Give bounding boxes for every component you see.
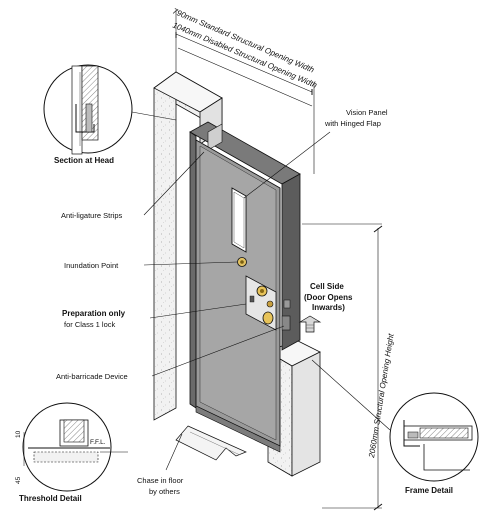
section-at-head-title: Section at Head: [54, 156, 114, 165]
dim-10: 10: [15, 430, 22, 438]
dim-width-standard: 790mm Standard Structural Opening Width: [171, 7, 316, 75]
svg-text:Anti-ligature Strips: Anti-ligature Strips: [61, 211, 123, 220]
anti-ligature-callout: Anti-ligature Strips: [61, 151, 205, 220]
svg-text:Inwards): Inwards): [312, 303, 345, 312]
cell-side-label: Cell Side (Door Opens Inwards): [304, 282, 353, 312]
svg-text:(Door Opens: (Door Opens: [304, 293, 353, 302]
svg-text:Cell Side: Cell Side: [310, 282, 344, 291]
svg-text:Preparation only: Preparation only: [62, 309, 126, 318]
svg-text:with Hinged Flap: with Hinged Flap: [324, 119, 381, 128]
ffl-label: F.F.L.: [90, 439, 106, 446]
dim-width-disabled: 1040mm Disabled Structural Opening Width: [171, 21, 319, 90]
threshold-detail-title: Threshold Detail: [19, 494, 82, 503]
threshold-detail: [22, 402, 128, 492]
frame-detail-title: Frame Detail: [405, 486, 453, 495]
floor-chase: [175, 425, 247, 461]
dim-45: 45: [15, 476, 22, 484]
chase-callout: Chase in floor by others: [137, 433, 184, 496]
svg-text:for Class 1 lock: for Class 1 lock: [64, 320, 116, 329]
lock-plate: [245, 275, 277, 331]
section-at-head-detail: [43, 64, 177, 155]
inundation-point: [237, 257, 247, 267]
vision-panel-callout: Vision Panel with Hinged Flap: [243, 108, 388, 199]
wall-left: [153, 71, 223, 421]
svg-text:Chase in floor: Chase in floor: [137, 476, 184, 485]
svg-text:by others: by others: [149, 487, 180, 496]
svg-text:Vision Panel: Vision Panel: [346, 108, 388, 117]
svg-text:Inundation Point: Inundation Point: [64, 261, 119, 270]
door-opens-arrow: [298, 315, 322, 333]
inundation-callout: Inundation Point: [64, 261, 238, 270]
anti-barricade-callout: Anti-barricade Device: [56, 325, 285, 381]
door-leaf: [195, 139, 281, 453]
preparation-callout: Preparation only for Class 1 lock: [62, 303, 247, 329]
frame-detail: [311, 359, 479, 482]
svg-text:Anti-barricade Device: Anti-barricade Device: [56, 372, 128, 381]
anti-barricade-device: [281, 299, 291, 331]
vision-panel: [231, 187, 247, 253]
